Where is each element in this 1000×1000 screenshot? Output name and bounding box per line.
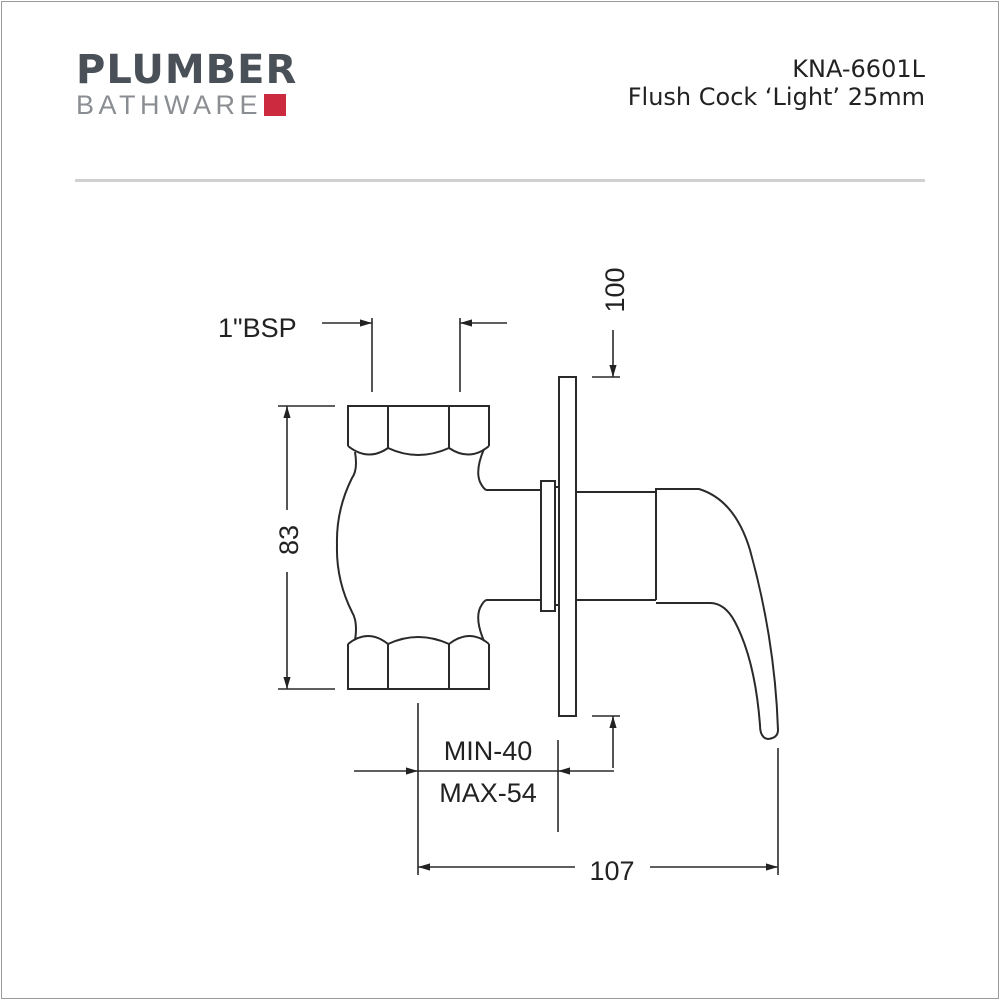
depth-label: 107 [589, 856, 634, 886]
bottom-nut [347, 635, 490, 690]
valve-body [335, 451, 357, 641]
logo-text-top: PLUMBER [76, 47, 298, 93]
washer [540, 480, 556, 612]
thread-size-label: 1"BSP [218, 313, 297, 343]
product-title: KNA-6601L Flush Cock ‘Light’ 25mm [628, 55, 925, 111]
brand-logo: PLUMBER BATHWARE [76, 50, 297, 120]
cover-plate [558, 376, 577, 717]
logo-red-square [264, 94, 287, 116]
product-name: Flush Cock ‘Light’ 25mm [627, 83, 925, 111]
logo-bathware: BATHWARE [76, 90, 263, 120]
plate-size-label: 100 [600, 267, 630, 312]
header-divider [75, 179, 925, 182]
lever-handle [655, 488, 780, 741]
dimension-lines [278, 318, 779, 875]
max-label: MAX-54 [439, 778, 537, 808]
top-nut [347, 405, 490, 456]
height-label: 83 [274, 525, 304, 555]
model-number: KNA-6601L [792, 55, 925, 83]
min-label: MIN-40 [444, 736, 533, 766]
flush-cock-outline [335, 376, 780, 741]
logo-text-bottom: BATHWARE [76, 90, 297, 120]
